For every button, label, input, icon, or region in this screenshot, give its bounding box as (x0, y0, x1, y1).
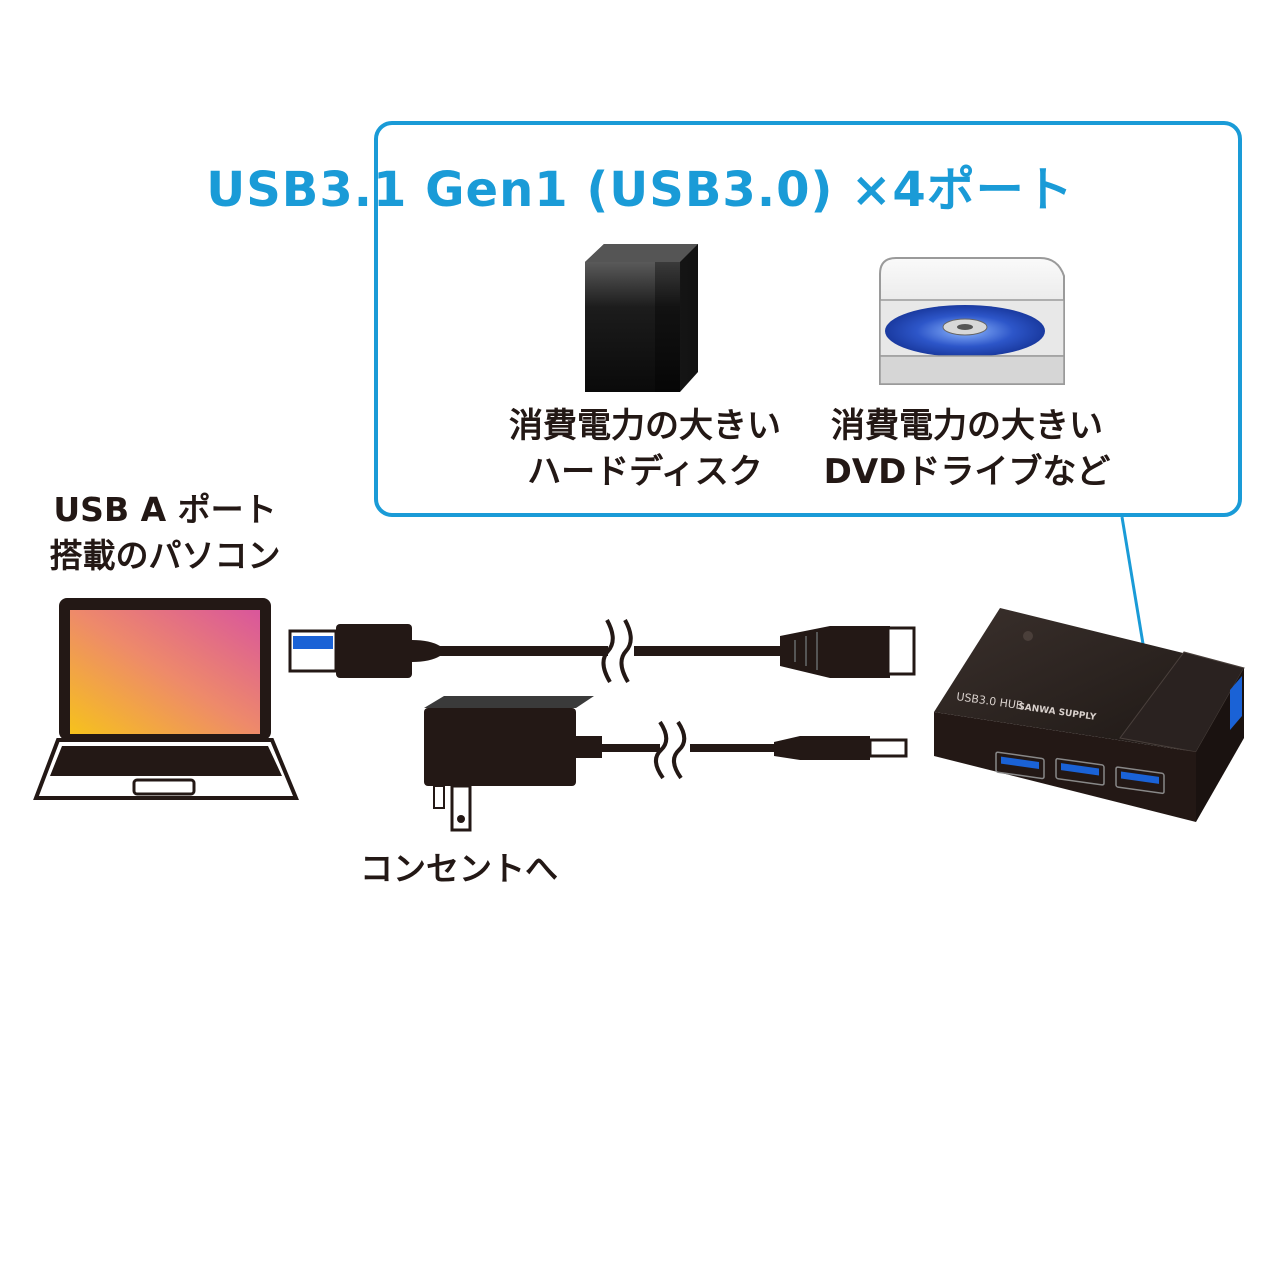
pc-label-line1: USB A ポート (53, 490, 277, 529)
pc-label: USB A ポート 搭載のパソコン (20, 487, 310, 579)
usb-hub-icon (934, 608, 1245, 822)
dvd-label-line1: 消費電力の大きい (831, 406, 1103, 446)
dvd-label-line2: DVDドライブなど (823, 452, 1111, 492)
hdd-label-line1: 消費電力の大きい (509, 406, 781, 446)
dvd-drive-icon (879, 257, 1065, 385)
hdd-label-line2: ハードディスク (527, 452, 763, 492)
dvd-label: 消費電力の大きい DVDドライブなど (822, 403, 1112, 495)
hdd-label: 消費電力の大きい ハードディスク (500, 403, 790, 495)
usb-cable-icon (288, 619, 916, 684)
callout-title: USB3.1 Gen1 (USB3.0) ×4ポート (206, 162, 1074, 218)
outlet-label: コンセントへ (360, 849, 558, 888)
callout-connector (1120, 516, 1148, 663)
pc-label-line2: 搭載のパソコン (49, 536, 281, 575)
laptop-icon (33, 598, 299, 800)
callout-box (374, 121, 1242, 517)
hard-disk-icon (585, 244, 698, 392)
ac-adapter-icon (424, 696, 908, 832)
